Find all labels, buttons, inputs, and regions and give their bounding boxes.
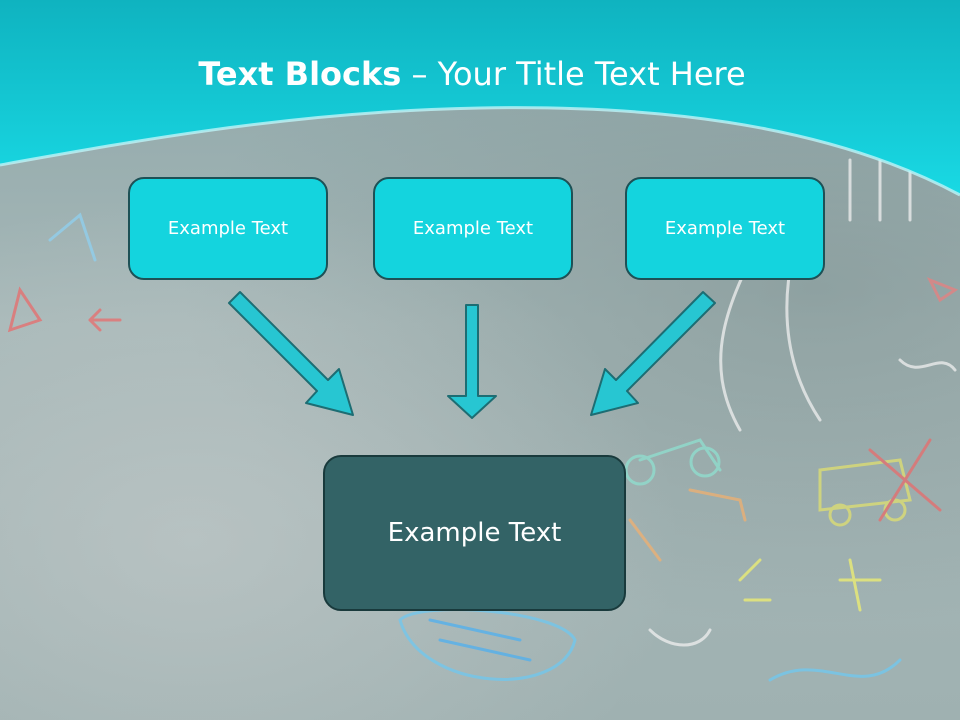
main-text-block-label: Example Text xyxy=(387,518,562,548)
title-bold-part: Text Blocks xyxy=(198,55,402,93)
title-rest-part: – Your Title Text Here xyxy=(401,55,746,93)
text-block-1-label: Example Text xyxy=(167,218,289,239)
text-block-3[interactable]: Example Text xyxy=(625,177,825,280)
header-band xyxy=(0,0,960,197)
main-text-block[interactable]: Example Text xyxy=(323,455,626,611)
text-block-1[interactable]: Example Text xyxy=(128,177,328,280)
arrow-right-diagonal xyxy=(590,291,716,416)
arrow-left-diagonal xyxy=(228,291,354,416)
text-block-3-label: Example Text xyxy=(664,218,786,239)
arrow-center-down xyxy=(447,304,497,419)
text-block-2-label: Example Text xyxy=(412,218,534,239)
slide-title: Text Blocks – Your Title Text Here xyxy=(0,52,944,96)
text-block-2[interactable]: Example Text xyxy=(373,177,573,280)
